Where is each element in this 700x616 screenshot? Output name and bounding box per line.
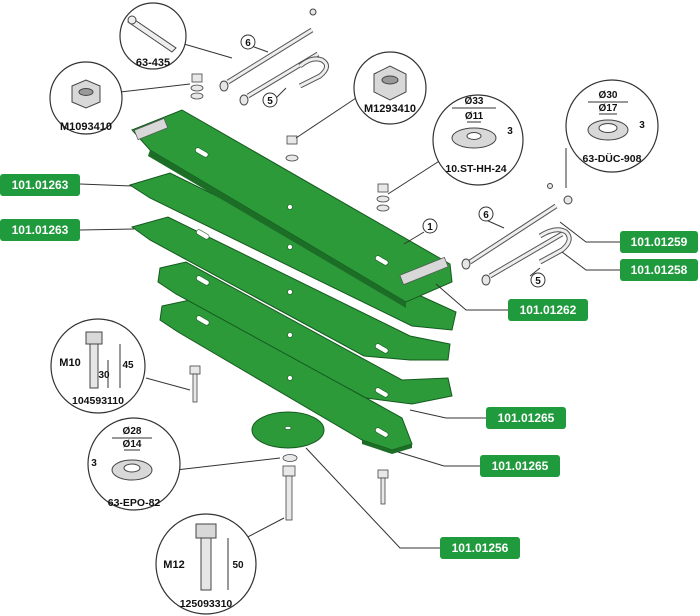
item-number-6-top: 6 <box>245 38 251 49</box>
disc-hole <box>284 426 292 430</box>
blade-stack <box>128 109 457 454</box>
nut-right-callout: M1293410 <box>353 51 427 125</box>
pin-name: 63-435 <box>136 57 170 69</box>
washer-epo-thick: 3 <box>91 458 97 469</box>
disc <box>251 411 325 449</box>
washer-epo-callout: Ø28 Ø14 3 63-EPO-82 <box>87 417 181 511</box>
washer-hh-name: 10.ST-HH-24 <box>445 163 506 175</box>
item-number-5-top: 5 <box>267 96 273 107</box>
bolt-m10-thread: 30 <box>98 370 110 381</box>
bolt-m10-name: 104593110 <box>72 395 124 407</box>
bolt-m10-size: M10 <box>59 357 80 369</box>
washer-duc-outer: Ø30 <box>599 90 618 101</box>
item-number-1: 1 <box>427 222 433 233</box>
part-tag-101-01265-b: 101.01265 <box>480 455 560 477</box>
part-tag-101-01263-a: 101.01263 <box>0 174 80 196</box>
part-tag-101-01263-b: 101.01263 <box>0 219 80 241</box>
blade-3 <box>130 216 451 361</box>
blade-2 <box>128 172 457 331</box>
item-number-5-right: 5 <box>535 276 541 287</box>
blade-4 <box>157 261 453 405</box>
washer-hh-inner: Ø11 <box>465 111 484 122</box>
small-bolts <box>189 365 389 521</box>
washer-hh-outer: Ø33 <box>465 96 484 107</box>
washer-hh-thick: 3 <box>507 126 513 137</box>
bolt-m12-size: M12 <box>163 559 184 571</box>
nut-right-name: M1293410 <box>364 103 416 115</box>
pin-callout: 63-435 <box>119 2 187 70</box>
part-tag-101-01258: 101.01258 <box>620 259 698 281</box>
bolt-m10-callout: M10 45 30 104593110 <box>50 318 146 414</box>
washer-epo-inner: Ø14 <box>123 439 142 450</box>
washer-duc-callout: Ø30 Ø17 3 63-DÜC-908 <box>565 79 659 173</box>
part-tag-101-01262: 101.01262 <box>508 299 588 321</box>
bolt-m12-callout: M12 50 125093310 <box>155 513 257 615</box>
part-tag-101-01256: 101.01256 <box>440 537 520 559</box>
item-number-6-right: 6 <box>483 210 489 221</box>
blade-slots <box>195 147 389 438</box>
washer-epo-outer: Ø28 <box>123 426 142 437</box>
bolt-m12-length: 50 <box>232 560 244 571</box>
washer-duc-name: 63-DÜC-908 <box>583 152 642 165</box>
bolt-m12-name: 125093310 <box>180 598 233 610</box>
washer-hh-callout: Ø33 Ø11 3 10.ST-HH-24 <box>432 94 524 186</box>
bolt-m10-length: 45 <box>122 360 134 371</box>
washer-epo-name: 63-EPO-82 <box>108 497 161 509</box>
part-tag-101-01265-a: 101.01265 <box>486 407 566 429</box>
washer-duc-thick: 3 <box>639 120 645 131</box>
nut-left-callout: M1093410 <box>49 61 123 135</box>
small-hardware <box>190 73 390 462</box>
blade-1-edge <box>148 150 406 308</box>
washer-duc-inner: Ø17 <box>599 103 618 114</box>
top-pin-assembly <box>219 8 329 106</box>
right-pin-assembly <box>461 183 573 286</box>
leader-lines <box>79 43 622 549</box>
blade-5-edge <box>362 440 412 454</box>
part-tag-101-01259: 101.01259 <box>620 231 698 253</box>
blade-holes <box>287 204 293 381</box>
item-numbers: 6 5 6 5 1 <box>240 34 546 288</box>
nut-left-name: M1093410 <box>60 121 112 133</box>
end-brackets <box>133 117 449 286</box>
